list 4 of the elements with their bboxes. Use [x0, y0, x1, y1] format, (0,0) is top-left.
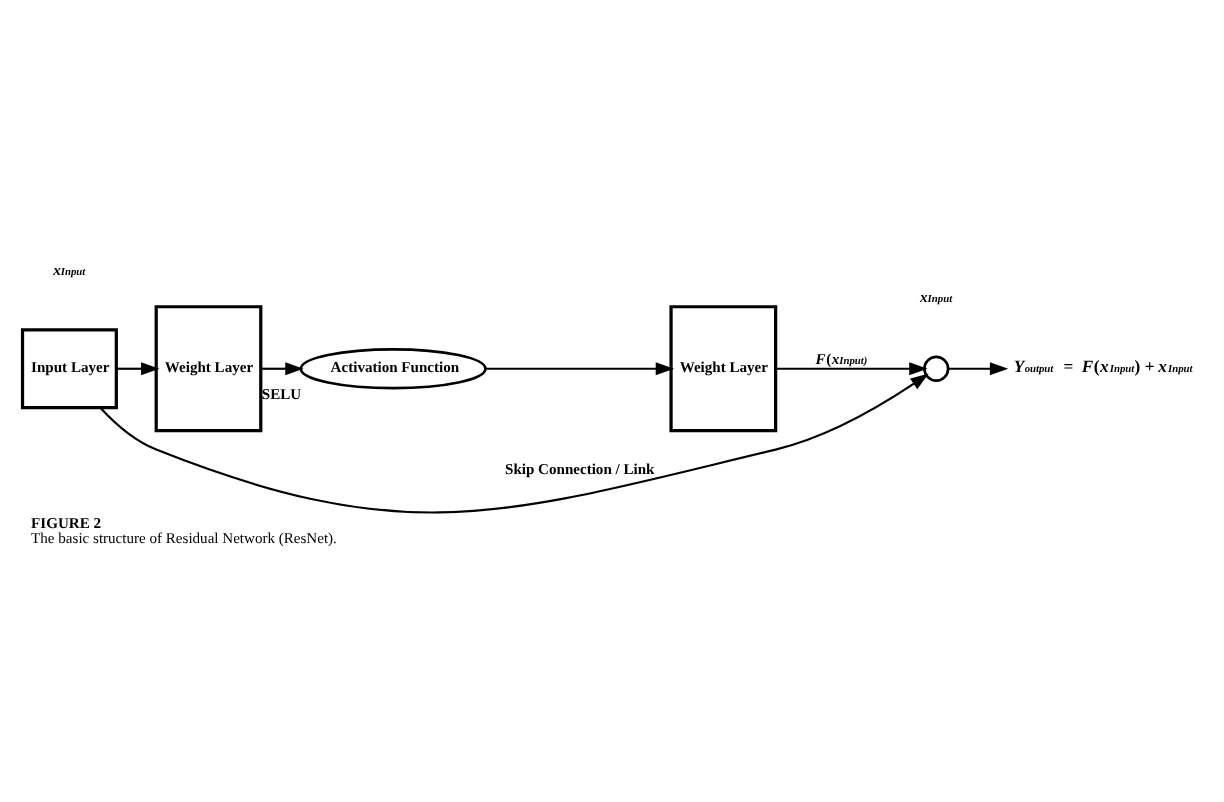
caption: The basic structure of Residual Network (ResNet).	[31, 528, 337, 547]
node-label: SELU	[261, 384, 302, 403]
edge-label: Skip Connection / Link	[505, 458, 655, 477]
diagram-title: FIGURE 2	[31, 513, 102, 532]
